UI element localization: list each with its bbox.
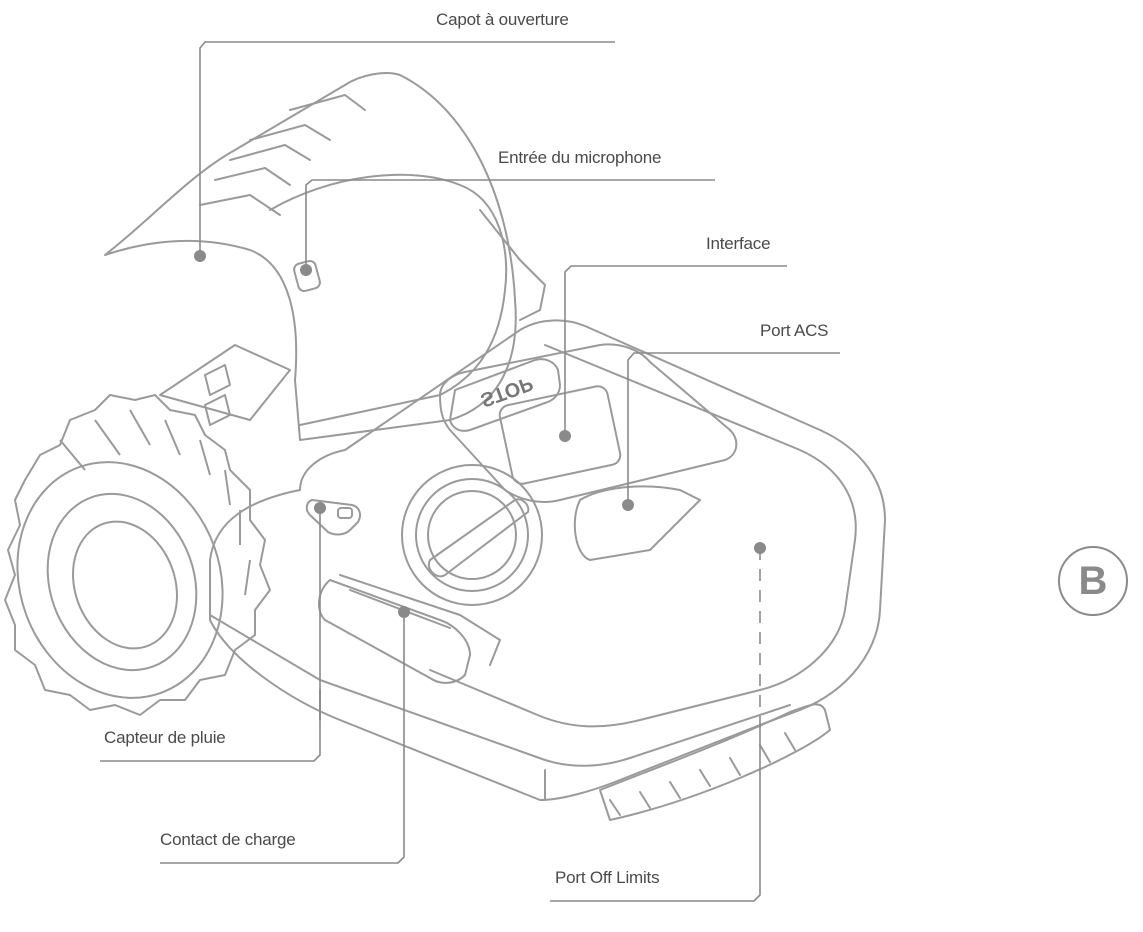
label-acs-port: Port ACS: [760, 321, 829, 340]
front-bumper: [599, 703, 831, 821]
lower-edge: [319, 689, 546, 801]
height-knob-ring: [415, 478, 529, 592]
label-charge-contact: Contact de charge: [160, 830, 296, 849]
rear-deck: [159, 344, 291, 421]
leader-acs: [627, 352, 840, 505]
rear-wheel: [4, 394, 271, 716]
rain-sensor-pad: [337, 507, 353, 519]
leader-interface: [564, 265, 787, 436]
dot-rain: [314, 502, 326, 514]
dot-interface: [559, 430, 571, 442]
rain-sensor: [305, 499, 361, 536]
rear-deck-detail: [204, 364, 231, 426]
wheel-tread-outline: [4, 394, 271, 716]
leader-hood: [199, 41, 615, 255]
front-skirt: [209, 614, 791, 767]
wheel-hub: [72, 520, 178, 650]
dot-charge: [398, 606, 410, 618]
label-hood: Capot à ouverture: [436, 10, 569, 29]
hood-rear-rim: [479, 209, 546, 321]
callout-dots: [194, 250, 766, 618]
leader-charge: [160, 612, 405, 864]
height-knob-outer: [401, 464, 543, 606]
bumper-vents: [609, 732, 796, 816]
view-badge-letter: B: [1078, 558, 1108, 603]
charge-contact-bar: [339, 574, 501, 666]
interface-screen: [498, 385, 622, 485]
label-interface: Interface: [706, 234, 771, 253]
leader-lines: [100, 41, 840, 902]
hood-ribs: [199, 94, 366, 216]
view-badge: B: [1058, 546, 1128, 616]
interface-panel: [439, 343, 738, 503]
mower-body: [209, 319, 886, 801]
acs-port: [573, 485, 701, 561]
height-knob-inner: [427, 490, 517, 580]
leader-offlimits: [550, 720, 761, 902]
wheel-tread-blocks: [59, 409, 251, 596]
dot-hood: [194, 250, 206, 262]
leader-rain: [100, 508, 321, 762]
mower-shell: [429, 344, 857, 728]
dot-microphone: [300, 264, 312, 276]
wheel-rim-outer: [16, 461, 224, 699]
dot-offlimits: [754, 542, 766, 554]
label-off-limits-port: Port Off Limits: [555, 868, 660, 887]
height-knob-handle: [427, 498, 530, 578]
wheel-rim-mid: [46, 492, 198, 672]
microphone-inlet: [293, 259, 321, 293]
leader-microphone: [305, 179, 715, 270]
charge-contact-housing: [318, 579, 471, 684]
label-rain-sensor: Capteur de pluie: [104, 728, 226, 747]
hood-open: [104, 72, 517, 441]
label-microphone: Entrée du microphone: [498, 148, 662, 167]
hood-inner: [269, 173, 508, 426]
dot-acs: [622, 499, 634, 511]
